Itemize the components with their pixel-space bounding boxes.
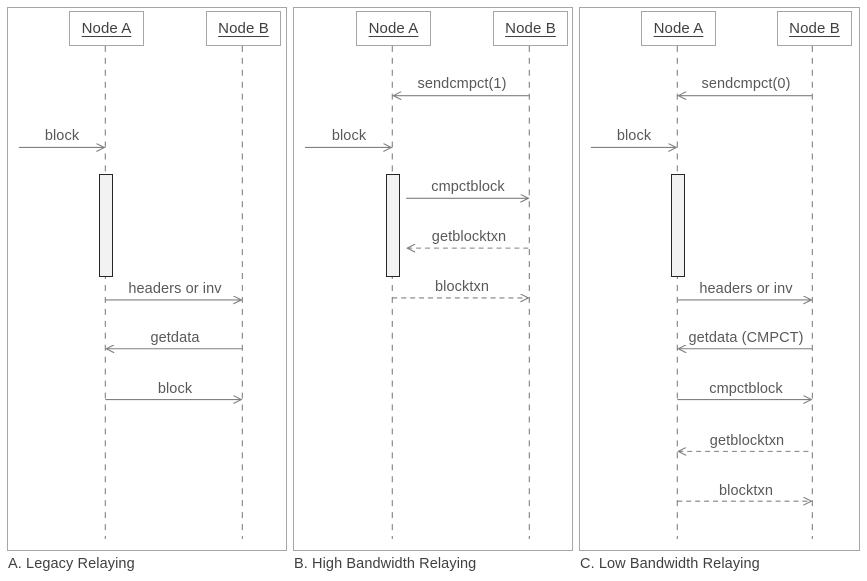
participant-label: Node A xyxy=(653,20,704,37)
message-label-block-in: block xyxy=(44,128,80,144)
activation-bar-node-a xyxy=(99,174,113,277)
activation-bar-node-a xyxy=(386,174,400,277)
panel-high-bandwidth-relaying: Node A Node B sendcmpct(1) block cmpctbl… xyxy=(293,7,573,551)
message-label-sendcmpct: sendcmpct(1) xyxy=(417,76,507,92)
participant-label: Node B xyxy=(505,20,556,37)
message-label-block-in: block xyxy=(616,128,652,144)
participant-node-b: Node B xyxy=(206,11,281,46)
message-label-getdata: getdata xyxy=(150,330,200,346)
message-label-getdata-cmpct: getdata (CMPCT) xyxy=(688,330,804,346)
panel-a-canvas xyxy=(18,45,243,540)
participant-label: Node A xyxy=(368,20,419,37)
message-label-cmpctblock: cmpctblock xyxy=(431,179,505,195)
message-label-blocktxn: blocktxn xyxy=(435,279,489,295)
participant-node-a: Node A xyxy=(641,11,716,46)
message-label-headers-or-inv: headers or inv xyxy=(128,281,222,297)
panel-caption-c: C. Low Bandwidth Relaying xyxy=(580,556,760,572)
participant-label: Node B xyxy=(218,20,269,37)
participant-node-b: Node B xyxy=(493,11,568,46)
panel-caption-a: A. Legacy Relaying xyxy=(8,556,135,572)
message-label-cmpctblock: cmpctblock xyxy=(709,381,783,397)
participant-label: Node A xyxy=(81,20,132,37)
panel-caption-b: B. High Bandwidth Relaying xyxy=(294,556,477,572)
message-label-getblocktxn: getblocktxn xyxy=(709,433,785,449)
participant-node-a: Node A xyxy=(69,11,144,46)
message-label-blocktxn: blocktxn xyxy=(719,483,773,499)
message-label-sendcmpct: sendcmpct(0) xyxy=(701,76,791,92)
message-label-headers-or-inv: headers or inv xyxy=(699,281,793,297)
message-label-getblocktxn: getblocktxn xyxy=(431,229,507,245)
participant-label: Node B xyxy=(789,20,840,37)
panel-legacy-relaying: Node A Node B block headers or inv getda… xyxy=(7,7,287,551)
panel-b-canvas xyxy=(304,45,530,540)
participant-node-a: Node A xyxy=(356,11,431,46)
activation-bar-node-a xyxy=(671,174,685,277)
message-label-block-out: block xyxy=(157,381,193,397)
panel-c-canvas xyxy=(590,45,813,540)
message-label-block-in: block xyxy=(331,128,367,144)
panel-low-bandwidth-relaying: Node A Node B sendcmpct(0) block headers… xyxy=(579,7,860,551)
participant-node-b: Node B xyxy=(777,11,852,46)
